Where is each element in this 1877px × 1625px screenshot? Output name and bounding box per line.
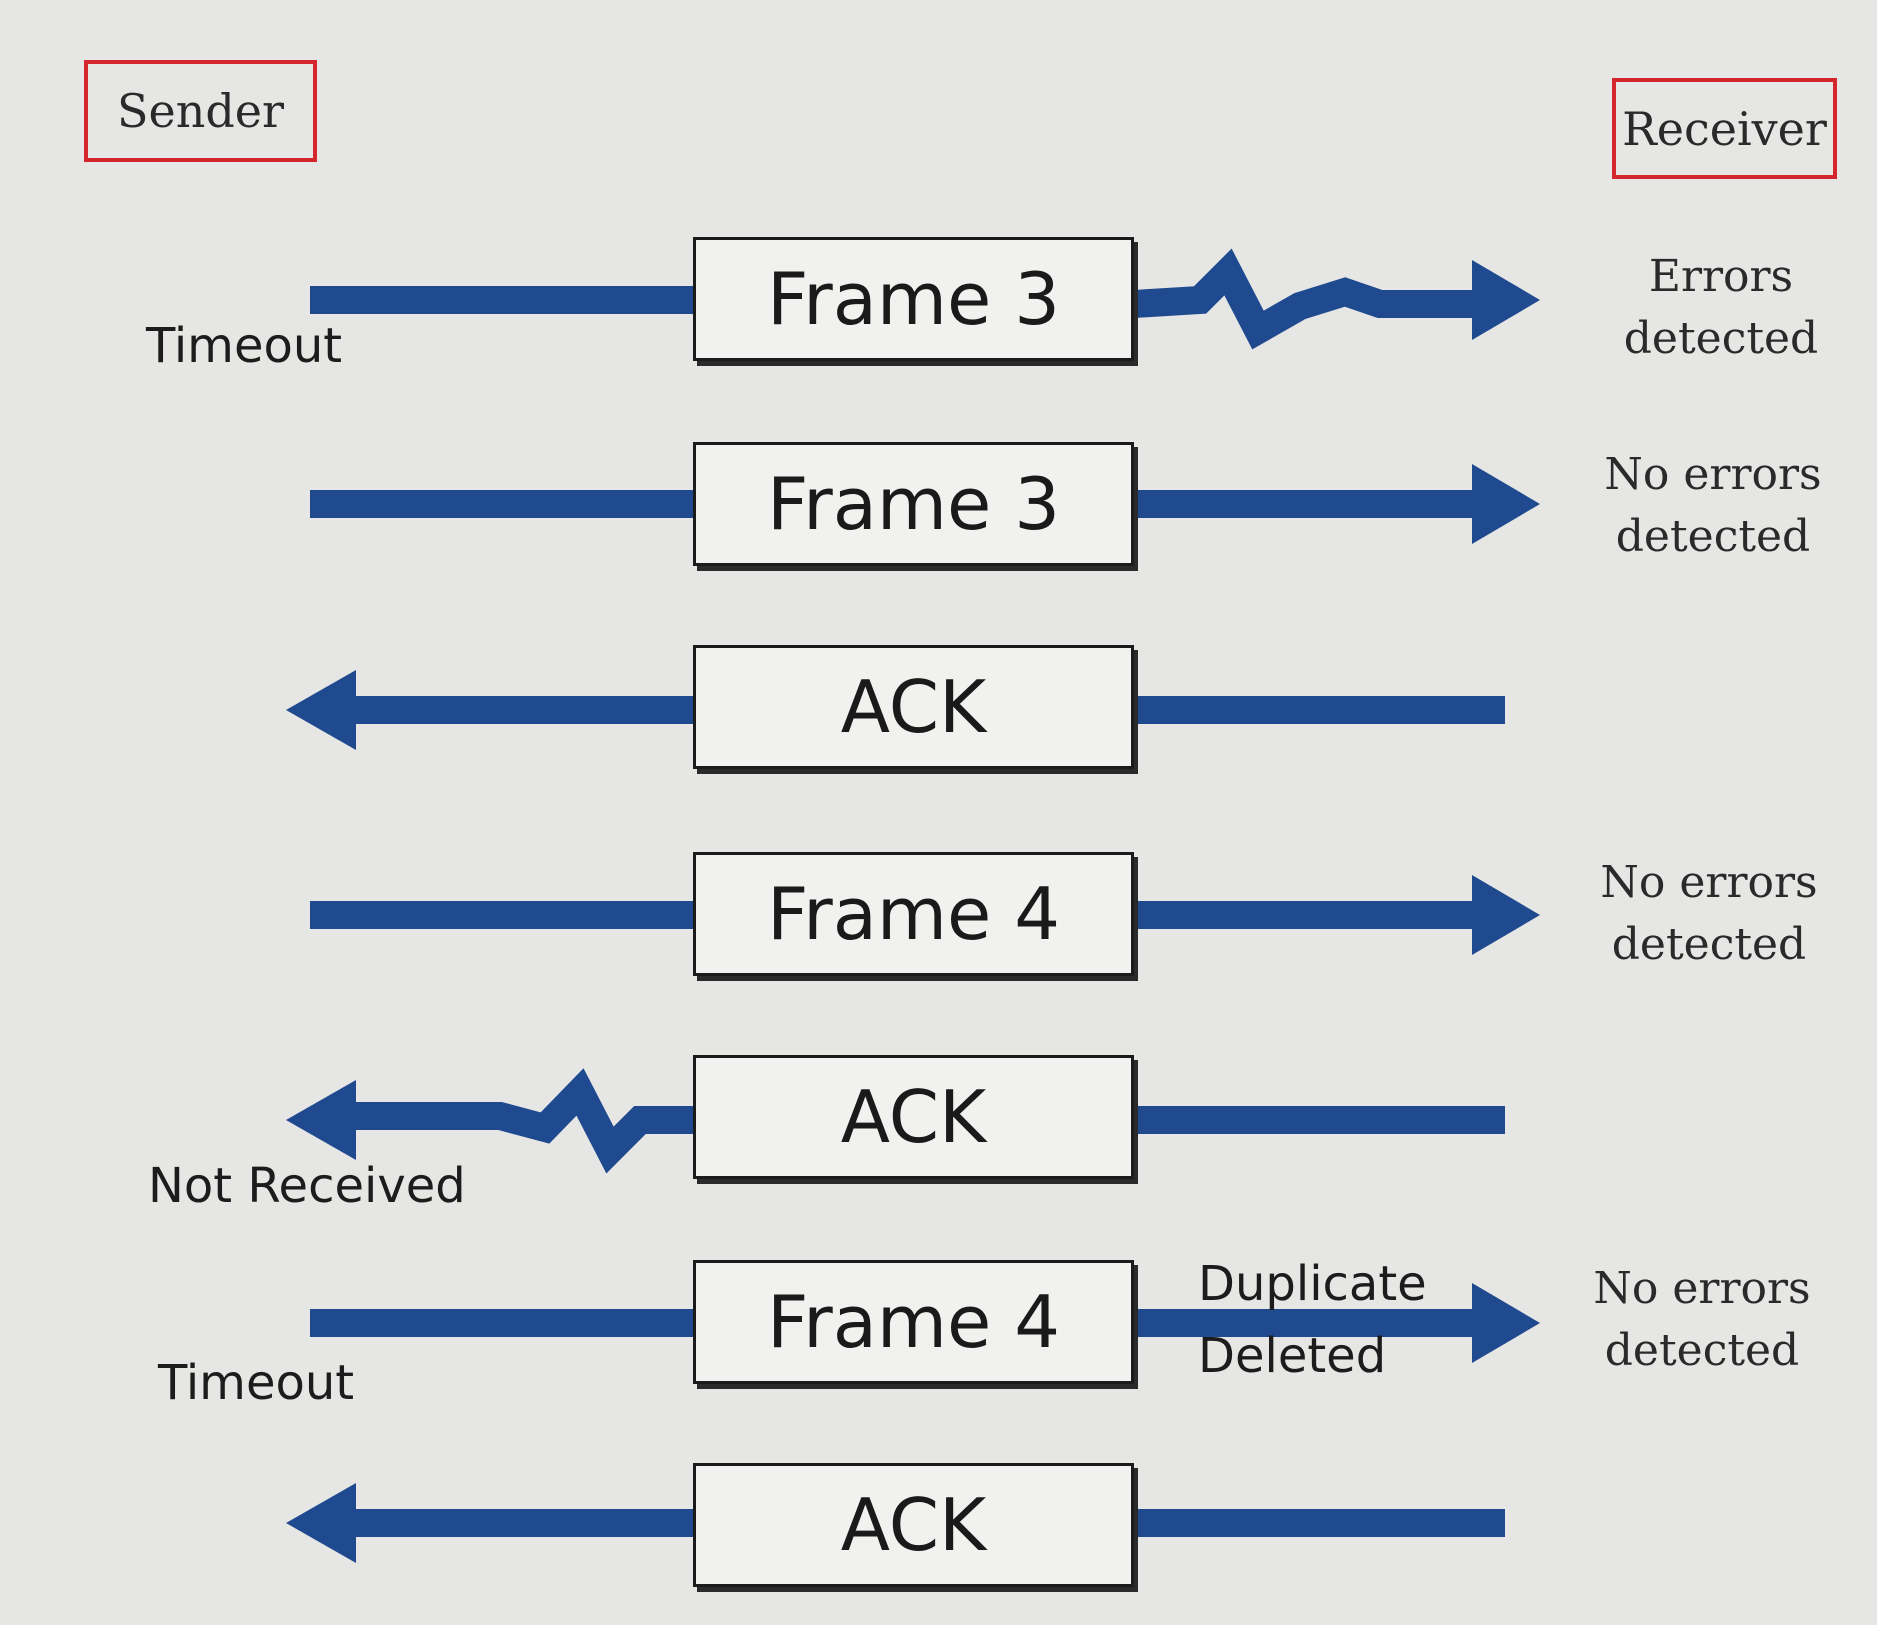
damaged-arrow-shaft bbox=[1133, 248, 1480, 350]
frame-label: Frame 4 bbox=[766, 1280, 1061, 1364]
sender-note: Timeout bbox=[158, 1355, 355, 1411]
receiver-status: No errors detected bbox=[1589, 852, 1829, 976]
sender-note: Not Received bbox=[148, 1158, 466, 1214]
frame-box: Frame 3 bbox=[693, 442, 1134, 566]
receiver-label: Receiver bbox=[1622, 101, 1827, 156]
status-line: No errors bbox=[1604, 449, 1822, 500]
channel-note: Duplicate Deleted bbox=[1198, 1248, 1427, 1392]
status-line: detected bbox=[1604, 1325, 1800, 1376]
receiver-status: No errors detected bbox=[1593, 444, 1833, 568]
frame-box: Frame 4 bbox=[693, 852, 1134, 976]
sender-box: Sender bbox=[84, 60, 317, 162]
arrow-head-left bbox=[286, 670, 356, 750]
frame-box: Frame 3 bbox=[693, 237, 1134, 361]
frame-label: Frame 3 bbox=[766, 462, 1061, 546]
frame-label: ACK bbox=[840, 665, 987, 749]
status-line: detected bbox=[1615, 511, 1811, 562]
status-line: No errors bbox=[1600, 857, 1818, 908]
frame-label: Frame 3 bbox=[766, 257, 1061, 341]
status-line: detected bbox=[1623, 313, 1819, 364]
sender-note: Timeout bbox=[146, 318, 343, 374]
sender-label: Sender bbox=[116, 84, 285, 138]
frame-label: ACK bbox=[840, 1483, 987, 1567]
arrow-head-right bbox=[1472, 260, 1540, 340]
frame-box: ACK bbox=[693, 1463, 1134, 1587]
frame-label: ACK bbox=[840, 1075, 987, 1159]
status-line: Errors bbox=[1648, 251, 1794, 302]
receiver-status: Errors detected bbox=[1601, 246, 1841, 370]
damaged-arrow-shaft bbox=[350, 1068, 693, 1174]
arrow-head-left bbox=[286, 1483, 356, 1563]
frame-box: ACK bbox=[693, 645, 1134, 769]
frame-label: Frame 4 bbox=[766, 872, 1061, 956]
arrow-head-left bbox=[286, 1080, 356, 1160]
channel-note-line: Deleted bbox=[1198, 1328, 1387, 1384]
arrow-head-right bbox=[1472, 464, 1540, 544]
frame-box: ACK bbox=[693, 1055, 1134, 1179]
receiver-box: Receiver bbox=[1612, 78, 1837, 179]
receiver-status: No errors detected bbox=[1582, 1258, 1822, 1382]
status-line: No errors bbox=[1593, 1263, 1811, 1314]
arrow-head-right bbox=[1472, 1283, 1540, 1363]
frame-box: Frame 4 bbox=[693, 1260, 1134, 1384]
channel-note-line: Duplicate bbox=[1198, 1256, 1427, 1312]
arrow-head-right bbox=[1472, 875, 1540, 955]
status-line: detected bbox=[1611, 919, 1807, 970]
